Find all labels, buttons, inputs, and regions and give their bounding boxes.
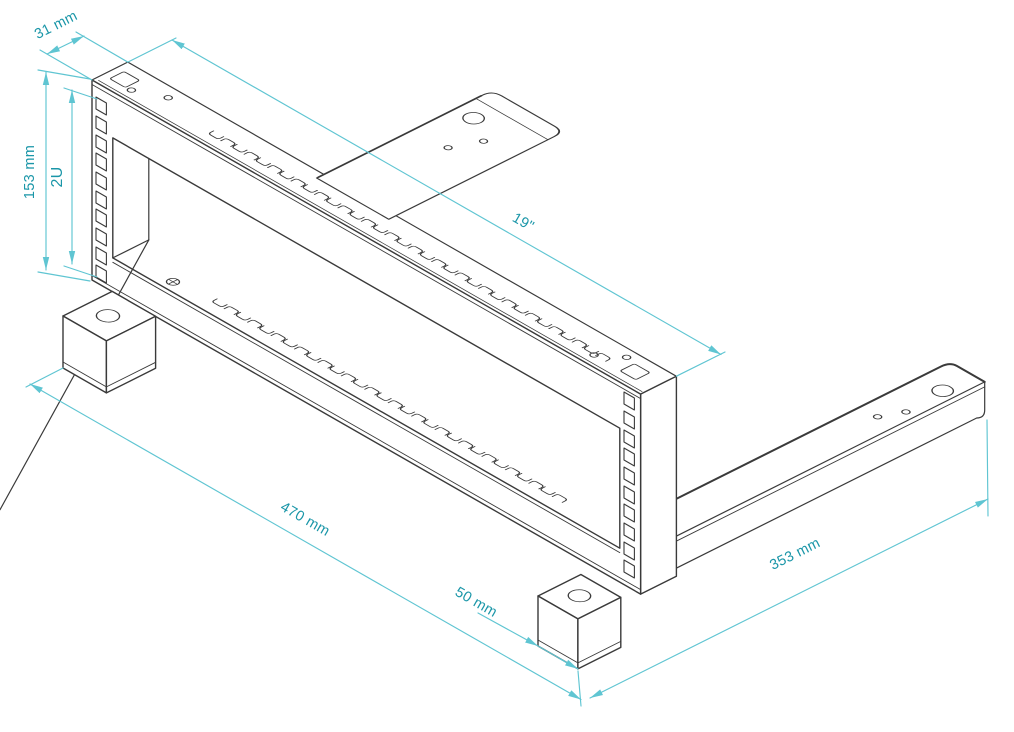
top-rail-left-notch xyxy=(110,71,140,88)
top-rail-fold-line xyxy=(98,80,643,392)
top-rail-screw-hole xyxy=(163,95,174,101)
rack-square-hole xyxy=(623,447,635,467)
cable-tie-slot xyxy=(281,338,311,356)
top-rail-screw-hole xyxy=(126,87,137,93)
rack-square-hole xyxy=(95,264,107,284)
right-arm-top-front-edge xyxy=(660,381,986,545)
cable-tie-slot xyxy=(257,325,288,342)
cable-tie-slot xyxy=(234,311,264,329)
inner-left-wall-bottom-edge xyxy=(112,239,150,259)
right-arm-large-mount-hole xyxy=(931,384,955,397)
cable-tie-slot xyxy=(375,392,405,410)
rack-square-hole xyxy=(623,466,635,486)
cable-tie-slot xyxy=(515,472,545,490)
rack-square-hole xyxy=(623,410,635,430)
left-foot-side-face xyxy=(105,315,157,394)
rack-square-hole xyxy=(95,190,107,210)
left-foot xyxy=(62,290,157,394)
rack-square-hole xyxy=(95,246,107,266)
cable-tie-slot xyxy=(351,378,381,396)
rack-square-hole xyxy=(95,96,107,116)
right-arm-small-hole xyxy=(901,409,911,415)
cable-tie-slot xyxy=(398,405,428,423)
rack-square-hole xyxy=(623,429,635,449)
right-mount-arm xyxy=(659,363,986,577)
dim-label-rack-units: 2U xyxy=(49,166,66,187)
dim-label-frame-height: 153 mm xyxy=(22,145,38,199)
rack-square-hole xyxy=(95,152,107,172)
right-arm-top-back-edge xyxy=(659,363,986,508)
right-rail-side-face xyxy=(639,375,678,595)
dim-label-overall-length: 470 mm xyxy=(278,499,333,540)
dim-frame-height: 153 mm xyxy=(22,69,91,282)
cable-tie-slot xyxy=(468,445,499,463)
cable-tie-slot xyxy=(492,459,522,477)
rack-square-hole xyxy=(95,227,107,247)
cable-tie-slot xyxy=(445,432,475,450)
dim-overall-length: 470 mm xyxy=(25,367,582,707)
bottom-rail-screw xyxy=(165,277,181,286)
dim-label-rack-width: 19" xyxy=(509,210,536,235)
cable-tie-slot xyxy=(211,298,241,316)
rack-square-hole xyxy=(623,391,635,411)
rack-square-hole xyxy=(95,171,107,191)
dim-rack-units: 2U xyxy=(49,87,98,278)
top-rail-screw-hole xyxy=(621,354,632,360)
dim-label-rail-depth: 31 mm xyxy=(32,8,80,43)
right-arm-small-hole xyxy=(872,414,883,420)
left-foot-hole xyxy=(95,309,121,323)
rack-square-hole xyxy=(95,115,107,135)
dim-label-foot-width: 50 mm xyxy=(452,584,500,621)
cable-tie-slot xyxy=(421,419,452,436)
dim-label-arm-length: 353 mm xyxy=(767,535,823,574)
rack-square-hole xyxy=(95,208,107,228)
cable-tie-slot xyxy=(304,351,334,369)
top-rail-right-notch xyxy=(620,363,650,380)
cable-tie-slot xyxy=(328,365,358,383)
center-foot xyxy=(537,573,622,670)
right-arm-side-bottom-edge xyxy=(660,381,986,577)
rack-square-hole xyxy=(95,134,107,154)
cable-tie-slot xyxy=(539,486,569,504)
top-rail-top-face xyxy=(91,61,678,395)
